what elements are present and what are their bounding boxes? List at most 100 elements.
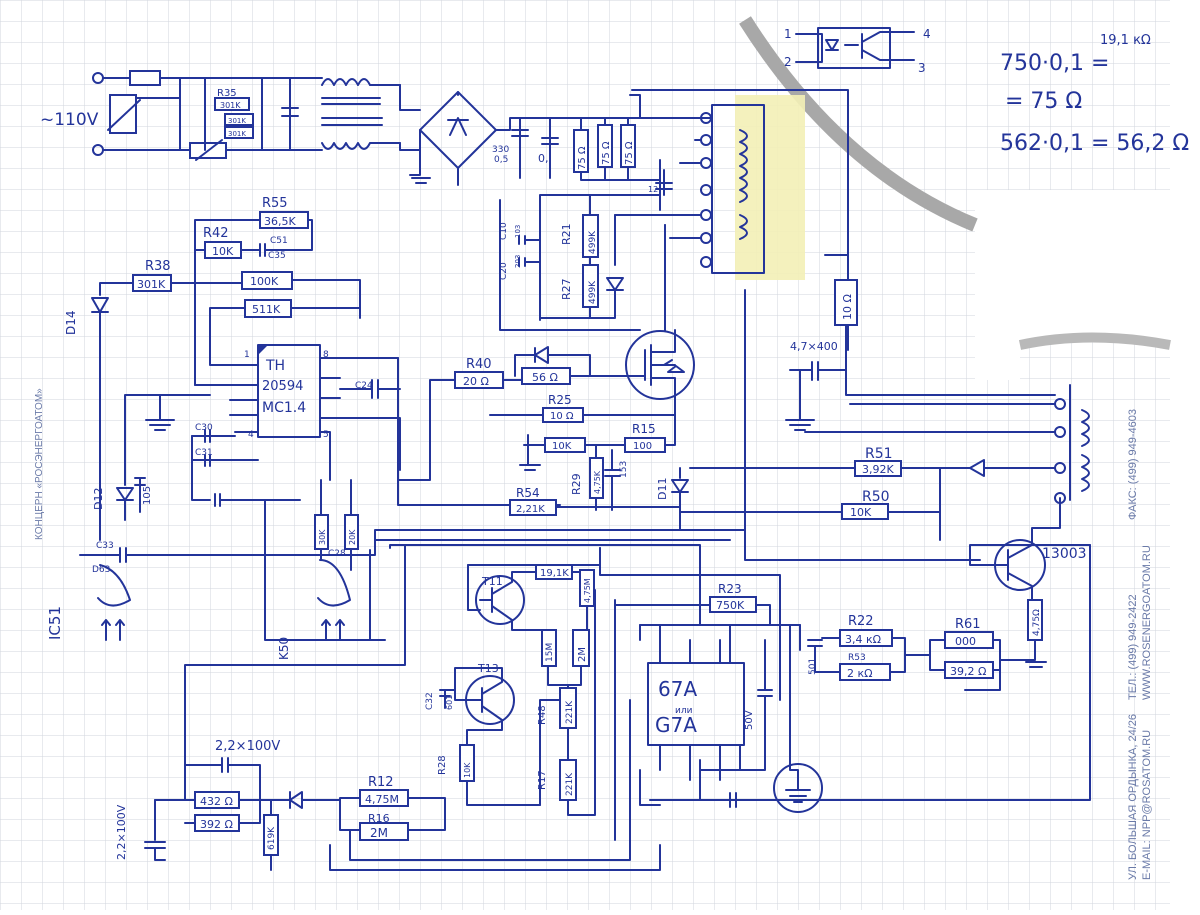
- optocoupler-sketch: 1 2 4 3: [784, 27, 931, 75]
- r21-value: 499K: [588, 230, 598, 254]
- fax-line: ФАКС: (499) 949-4603: [1127, 409, 1139, 520]
- opto-pin1: 1: [784, 27, 792, 41]
- c35-label: C35: [268, 251, 286, 261]
- r12-label: R12: [368, 775, 394, 790]
- ic51-label: IC51: [46, 606, 64, 640]
- r-475-emitter-value: 4,75Ω: [1032, 609, 1042, 636]
- ic-pin1: 1: [244, 350, 250, 360]
- r28-label: R28: [437, 755, 448, 775]
- r-10ohm-value: 10 Ω: [841, 294, 854, 320]
- r27-value: 499K: [588, 280, 598, 304]
- cap12-value: 12: [648, 185, 658, 194]
- paper-edge-arc-2: [1018, 332, 1171, 350]
- r22-value: 3,4 кΩ: [845, 633, 881, 646]
- r-30k-value: 20K: [348, 529, 357, 545]
- handwritten-notes: 750·0,1 = 19,1 кΩ = 75 Ω 562·0,1 = 56,2 …: [1000, 33, 1189, 156]
- transistor-section: T11 19,1K 4,75M 15M 2M T13 C32 601 R28 1…: [329, 547, 661, 871]
- c1-value: 330: [492, 145, 509, 155]
- transformer-core: [711, 104, 765, 274]
- r17-value: 221K: [565, 772, 575, 796]
- r35-label: R35: [217, 88, 237, 99]
- r-191k-value: 19,1K: [540, 568, 569, 579]
- r-20k-value: 30K: [318, 529, 327, 545]
- output-stage: 10 Ω 4,7×400 R51 3,92K R50 10K D11 13003…: [656, 254, 1091, 801]
- r35c: [224, 126, 254, 139]
- ground-circle: [773, 763, 823, 813]
- mosfet: [625, 330, 695, 400]
- note1-result: 19,1 кΩ: [1100, 33, 1151, 48]
- pwm-ic: [257, 344, 321, 438]
- ic2-line2: или: [675, 706, 693, 716]
- r12-value: 4,75M: [365, 793, 399, 806]
- controller: R55 36,5K R42 10K C51 C35 R38 301K D14 1…: [64, 196, 561, 541]
- r15-value: 100: [633, 441, 652, 452]
- r40-label: R40: [466, 357, 492, 372]
- r23-label: R23: [718, 582, 742, 596]
- r51-label: R51: [865, 446, 893, 462]
- r54-label: R54: [516, 486, 540, 500]
- c105-value: 105: [142, 486, 153, 505]
- r16-value: 2M: [370, 826, 388, 840]
- r50-label: R50: [862, 489, 890, 505]
- r48-label: R48: [537, 705, 548, 725]
- opto-pin4: 4: [923, 27, 931, 41]
- overlay-sheet: [975, 190, 1170, 380]
- paper-edge-arc: [739, 16, 978, 232]
- r-10k-gate-value: 10K: [552, 441, 572, 452]
- r-2m-value: 2M: [577, 647, 588, 662]
- r17-label: R17: [537, 770, 548, 790]
- bulk-capacitors: 330 0,5 0, 75 Ω 75 Ω 75 Ω: [492, 117, 696, 211]
- c33-label: C33: [96, 541, 114, 551]
- r35-value: 301K: [220, 101, 241, 110]
- r35: [214, 97, 250, 111]
- r75b-value: 75 Ω: [601, 141, 612, 165]
- photodiode-ic51: [97, 564, 131, 607]
- c30-label: C30: [195, 423, 213, 433]
- ic-line3: MC1.4: [262, 400, 306, 416]
- r-100k-value: 100K: [250, 275, 279, 288]
- r23-value: 750K: [716, 599, 745, 612]
- r16-label: R16: [368, 812, 390, 825]
- lower-left: D12 105 C33 D63 IC51 K50 C28 30K 20K 2,2…: [46, 469, 731, 871]
- mains-input: ~110V R35 301K 301K 301K: [40, 70, 641, 186]
- r16: [359, 822, 409, 841]
- c10-label: C10: [499, 222, 509, 240]
- r-511k-value: 511K: [252, 303, 281, 316]
- c601-value: 601: [445, 695, 454, 710]
- r-432-value: 432 Ω: [200, 795, 233, 808]
- r-191k: [535, 564, 573, 580]
- address-line: УЛ. БОЛЬШАЯ ОРДЫНКА, 24/26: [1127, 714, 1139, 880]
- r42-value: 10K: [212, 245, 234, 258]
- ic2-chip: [647, 662, 745, 746]
- d14-label: D14: [64, 310, 78, 335]
- c32-label: C32: [425, 692, 435, 710]
- c20-value: 203: [514, 255, 522, 268]
- r21-label: R21: [560, 223, 573, 245]
- r38-value: 301K: [137, 278, 166, 291]
- c153-value: 153: [619, 461, 629, 478]
- ic-pin4: 4: [248, 430, 254, 440]
- r-392ohm-value: 39,2 Ω: [950, 665, 986, 678]
- c1b-value: 0,5: [494, 155, 508, 165]
- c24-label: C24: [355, 381, 373, 391]
- ic-line2: 20594: [262, 379, 303, 394]
- r28-value: 10K: [463, 762, 472, 778]
- d11-label: D11: [656, 478, 669, 500]
- d12-label: D12: [92, 488, 105, 510]
- company-name: КОНЦЕРН «РОСЭНЕРГОАТОМ»: [34, 388, 45, 540]
- supply-voltage: ~110V: [40, 110, 99, 130]
- note1: 750·0,1 =: [1000, 51, 1109, 76]
- c51-label: C51: [270, 236, 288, 246]
- t11-label: T11: [481, 575, 503, 588]
- r53-label: R53: [848, 653, 866, 663]
- r55-value: 36,5K: [264, 215, 296, 228]
- r48-value: 221K: [565, 700, 575, 724]
- ic-pin8: 8: [323, 350, 329, 360]
- c28-label: C28: [328, 549, 346, 559]
- web-line: WWW.ROSENERGOATOM.RU: [1141, 545, 1153, 700]
- r75a-value: 75 Ω: [577, 146, 588, 170]
- c50v-label: 50V: [744, 710, 755, 730]
- r40-value: 20 Ω: [463, 375, 489, 388]
